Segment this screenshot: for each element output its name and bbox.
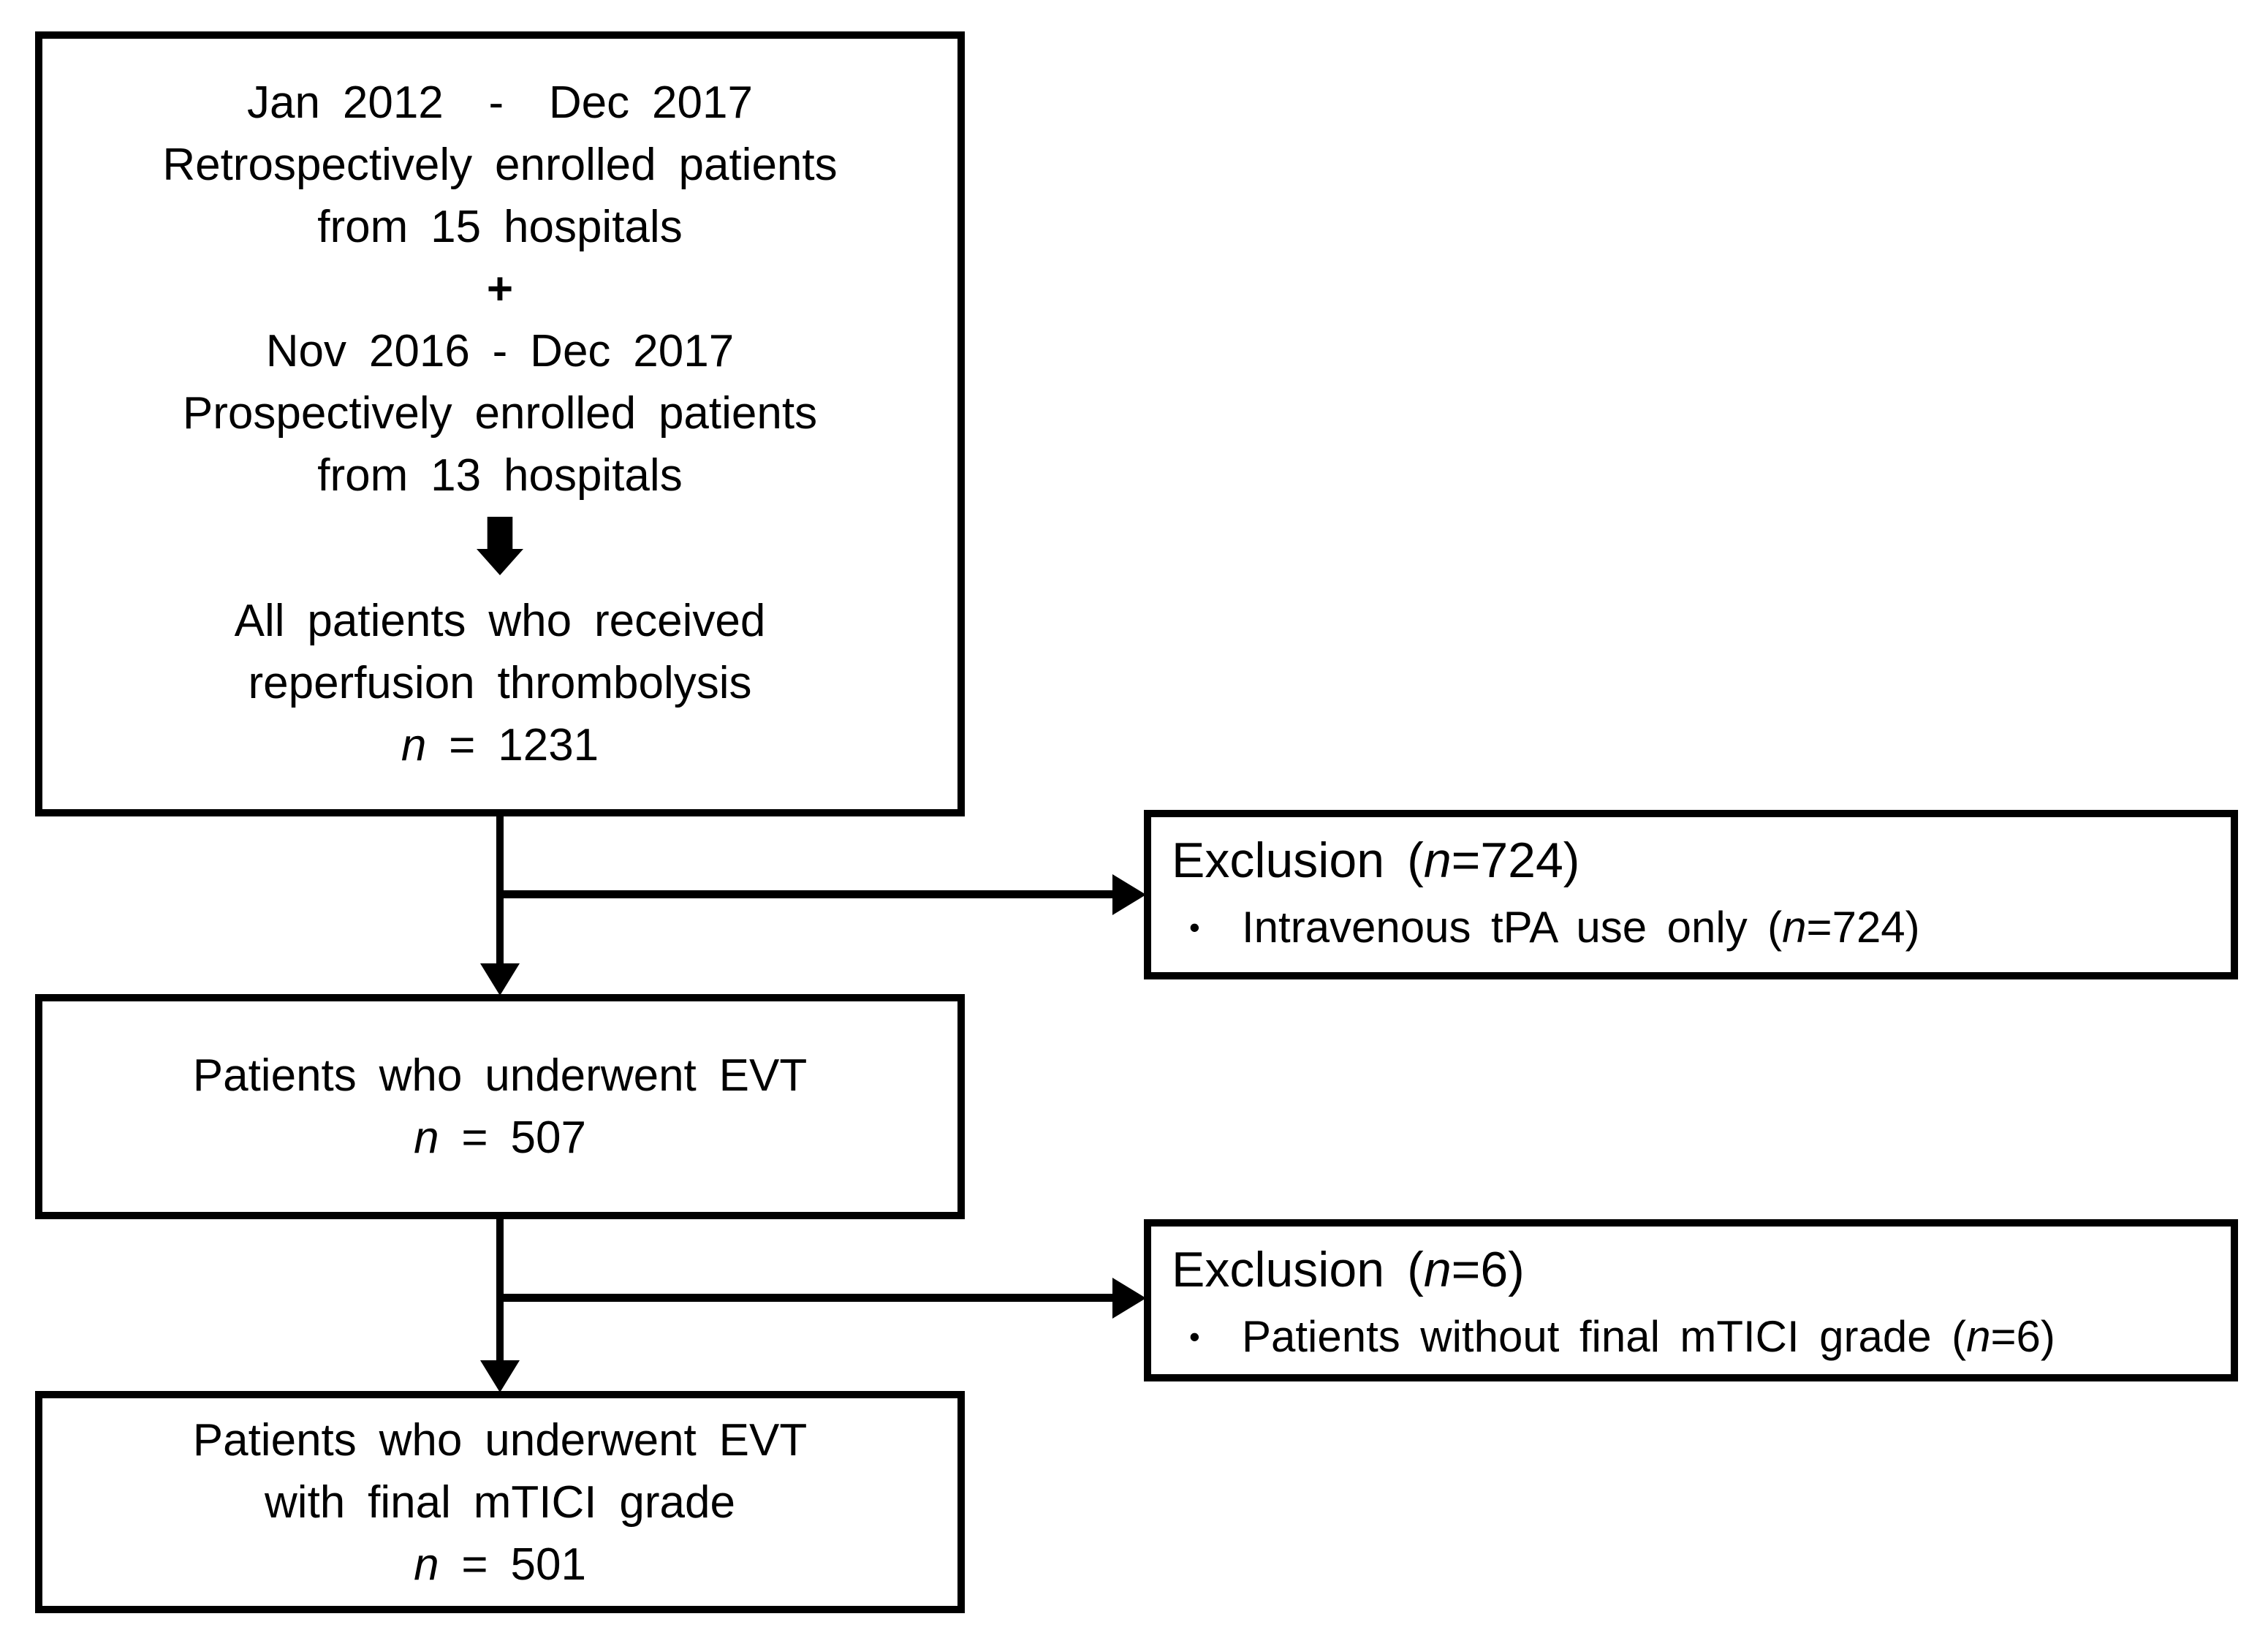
bullet-icon: • [1189,1319,1200,1354]
pro-hospitals: from 13 hospitals [317,450,683,501]
exclusion1-item-suffix: =724) [1806,903,1920,952]
plus-sign: + [486,264,514,314]
exclusion2-title: Exclusion (n=6) [1172,1238,2210,1301]
n-symbol: n [1423,833,1452,888]
exclusion2-item-row: • Patients without final mTICI grade (n=… [1172,1310,2210,1364]
result-line1: All patients who received [234,596,766,646]
exclusion1-title-prefix: Exclusion ( [1172,833,1424,888]
evt-line1: Patients who underwent EVT [192,1050,808,1101]
n-symbol: n [1782,903,1807,952]
exclusion2-box: Exclusion (n=6) • Patients without final… [1144,1219,2238,1381]
n-value: = 1231 [426,720,599,770]
exclusion1-box: Exclusion (n=724) • Intravenous tPA use … [1144,810,2238,979]
evt-box: Patients who underwent EVT n = 507 [35,994,965,1219]
exclusion2-title-suffix: =6) [1451,1242,1525,1297]
down-block-arrow-icon [477,517,523,575]
n-value: = 507 [439,1112,586,1163]
n-symbol: n [1423,1242,1452,1297]
exclusion1-title: Exclusion (n=724) [1172,829,2210,892]
retro-period: Jan 2012 - Dec 2017 [247,77,753,128]
evt-final-n-count: n = 501 [414,1534,586,1596]
exclusion2-item: Patients without final mTICI grade (n=6) [1242,1310,2055,1364]
arrowhead-right-icon-2 [1112,1278,1146,1319]
exclusion1-item: Intravenous tPA use only (n=724) [1242,901,1920,955]
result-line2: reperfusion thrombolysis [248,658,752,708]
n-symbol: n [1966,1312,1991,1361]
enrollment-n-count: n = 1231 [401,714,599,776]
retro-desc: Retrospectively enrolled patients [162,140,838,190]
arrowhead-right-icon-1 [1112,874,1146,915]
exclusion2-item-suffix: =6) [1990,1312,2055,1361]
n-value: = 501 [439,1539,586,1590]
n-symbol: n [401,720,427,770]
exclusion2-item-prefix: Patients without final mTICI grade ( [1242,1312,1967,1361]
retro-hospitals: from 15 hospitals [317,202,683,252]
connector-line-branch-2 [500,1294,1115,1302]
exclusion1-item-row: • Intravenous tPA use only (n=724) [1172,901,2210,955]
evt-n-count: n = 507 [414,1107,586,1169]
n-symbol: n [414,1112,439,1163]
evt-final-line2: with final mTICI grade [265,1476,735,1528]
arrowhead-down-icon-1 [480,963,520,996]
evt-final-line1: Patients who underwent EVT [192,1414,808,1466]
connector-line-vertical-2 [496,1219,504,1362]
connector-line-branch-1 [500,890,1115,898]
exclusion1-item-prefix: Intravenous tPA use only ( [1242,903,1783,952]
exclusion1-title-suffix: =724) [1451,833,1580,888]
evt-final-box: Patients who underwent EVT with final mT… [35,1391,965,1613]
n-symbol: n [414,1539,439,1590]
exclusion2-title-prefix: Exclusion ( [1172,1242,1424,1297]
arrowhead-down-icon-2 [480,1360,520,1392]
enrollment-box: Jan 2012 - Dec 2017 Retrospectively enro… [35,31,965,816]
bullet-icon: • [1189,910,1200,944]
pro-period: Nov 2016 - Dec 2017 [265,326,735,376]
pro-desc: Prospectively enrolled patients [182,388,818,439]
